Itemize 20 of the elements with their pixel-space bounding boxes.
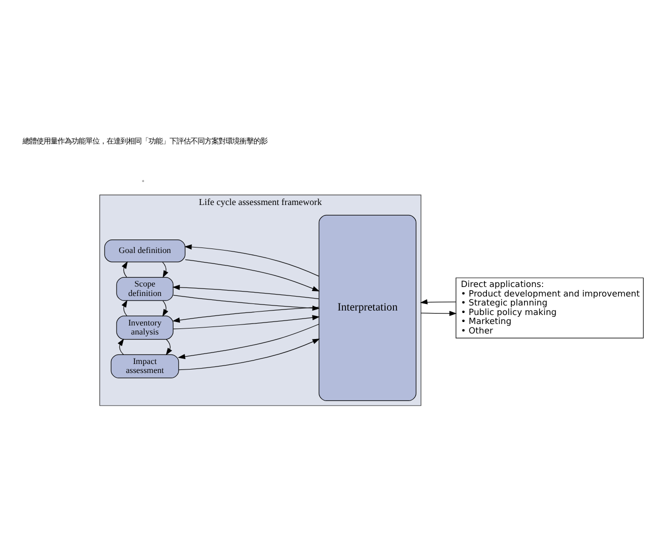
arrow <box>122 300 128 316</box>
node-box: Interpretation <box>318 214 416 402</box>
arrow <box>162 300 168 317</box>
arrow <box>420 310 457 316</box>
arrow <box>184 259 320 292</box>
arrow <box>172 284 320 300</box>
arrow <box>184 244 320 276</box>
arrow <box>178 338 320 370</box>
arrow <box>162 262 168 278</box>
arrow <box>420 299 456 304</box>
node-box: Impact assessment <box>110 354 179 378</box>
arrow <box>166 339 172 356</box>
arrow <box>122 261 128 278</box>
node-box: Scope definition <box>116 276 174 301</box>
arrow <box>178 324 320 360</box>
arrow <box>173 315 320 330</box>
arrow <box>118 338 124 355</box>
node-box: Goal definition <box>104 239 186 262</box>
node-box: Inventory analysis <box>116 316 174 340</box>
node-box: Direct applications: • Product development and improvement • Strategic planning • Public policy making • Marketing • Other <box>456 278 644 338</box>
